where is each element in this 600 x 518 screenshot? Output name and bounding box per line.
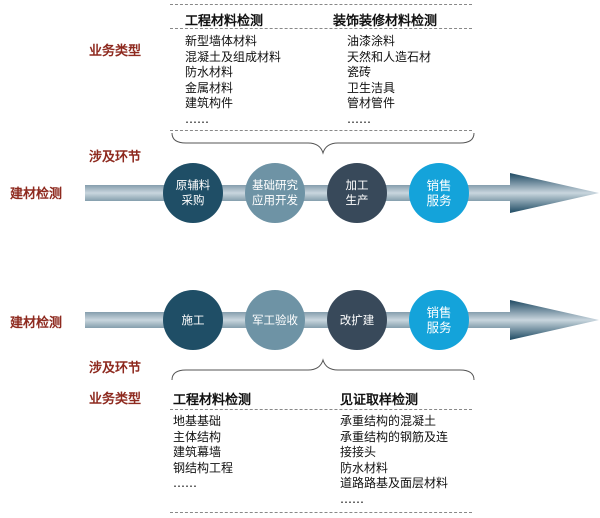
top-type-label: 业务类型 bbox=[89, 44, 142, 59]
stage-label: 加工 生产 bbox=[345, 178, 369, 207]
top-dash-line bbox=[170, 4, 472, 5]
list-item: 瓷砖 bbox=[347, 65, 372, 79]
bottom-list-bottom-line bbox=[170, 512, 472, 513]
list-item: 混凝土及组成材料 bbox=[185, 49, 282, 64]
top-stage-circle-2: 基础研究 应用开发 bbox=[245, 163, 305, 223]
top-brace bbox=[171, 132, 475, 155]
top-col1-header: 工程材料检测 bbox=[185, 14, 264, 29]
list-item: 建筑构件 bbox=[185, 96, 234, 110]
list-item: 道路路基及面层材料 bbox=[340, 476, 449, 490]
stage-label: 基础研究 应用开发 bbox=[252, 178, 298, 207]
bottom-stage-circle-1: 施工 bbox=[163, 290, 223, 350]
stage-label: 原辅料 采购 bbox=[175, 178, 211, 207]
top-side-label: 建材检测 bbox=[10, 187, 63, 202]
list-item: …… bbox=[173, 476, 197, 490]
list-item: 油漆涂料 bbox=[347, 34, 396, 48]
list-item: 建筑幕墙 bbox=[173, 445, 222, 459]
stage-label: 销售 服务 bbox=[426, 305, 452, 335]
top-stage-circle-4: 销售 服务 bbox=[409, 163, 469, 223]
top-col2-header: 装饰装修材料检测 bbox=[333, 14, 438, 29]
bottom-stage-circle-3: 改扩建 bbox=[327, 290, 387, 350]
stage-label: 改扩建 bbox=[339, 312, 375, 327]
top-list-bottom-line bbox=[170, 130, 472, 131]
list-item: 防水材料 bbox=[185, 65, 234, 79]
list-item: 地基基础 bbox=[173, 414, 222, 428]
list-item: 承重结构的混凝土 bbox=[340, 414, 437, 428]
bottom-type-label: 业务类型 bbox=[89, 392, 142, 407]
bottom-col1-header: 工程材料检测 bbox=[173, 393, 252, 408]
list-item: 金属材料 bbox=[185, 80, 234, 95]
bottom-col2-list: 承重结构的混凝土 承重结构的钢筋及连 接接头 防水材料 道路路基及面层材料 …… bbox=[340, 414, 448, 507]
list-item: 承重结构的钢筋及连 bbox=[340, 429, 449, 444]
top-stage-label: 涉及环节 bbox=[89, 150, 142, 165]
list-item: 主体结构 bbox=[173, 429, 222, 444]
top-stage-circle-1: 原辅料 采购 bbox=[163, 163, 223, 223]
list-item: 新型墙体材料 bbox=[185, 34, 258, 48]
list-item: …… bbox=[340, 491, 364, 506]
stage-label: 军工验收 bbox=[252, 312, 298, 327]
list-item: 防水材料 bbox=[340, 460, 389, 475]
list-item: …… bbox=[347, 111, 371, 126]
stage-label: 施工 bbox=[181, 312, 205, 327]
top-col1-list: 新型墙体材料 混凝土及组成材料 防水材料 金属材料 建筑构件 …… bbox=[185, 34, 281, 127]
bottom-stage-circle-4: 销售 服务 bbox=[409, 290, 469, 350]
list-item: …… bbox=[185, 111, 209, 126]
bottom-brace bbox=[171, 358, 475, 381]
bottom-col2-header: 见证取样检测 bbox=[340, 393, 419, 408]
bottom-stage-label: 涉及环节 bbox=[89, 361, 142, 376]
bottom-col1-list: 地基基础 主体结构 建筑幕墙 钢结构工程 …… bbox=[173, 414, 233, 492]
stage-label: 销售 服务 bbox=[426, 178, 452, 208]
list-item: 管材管件 bbox=[347, 96, 396, 110]
bottom-side-label: 建材检测 bbox=[10, 316, 63, 331]
top-header-divider bbox=[170, 28, 472, 29]
list-item: 钢结构工程 bbox=[173, 460, 234, 475]
list-item: 卫生洁具 bbox=[347, 80, 396, 95]
bottom-header-divider bbox=[170, 409, 472, 410]
top-stage-circle-3: 加工 生产 bbox=[327, 163, 387, 223]
list-item: 接接头 bbox=[340, 445, 377, 459]
bottom-stage-circle-2: 军工验收 bbox=[245, 290, 305, 350]
list-item: 天然和人造石材 bbox=[347, 49, 432, 64]
top-col2-list: 油漆涂料 天然和人造石材 瓷砖 卫生洁具 管材管件 …… bbox=[347, 34, 431, 127]
